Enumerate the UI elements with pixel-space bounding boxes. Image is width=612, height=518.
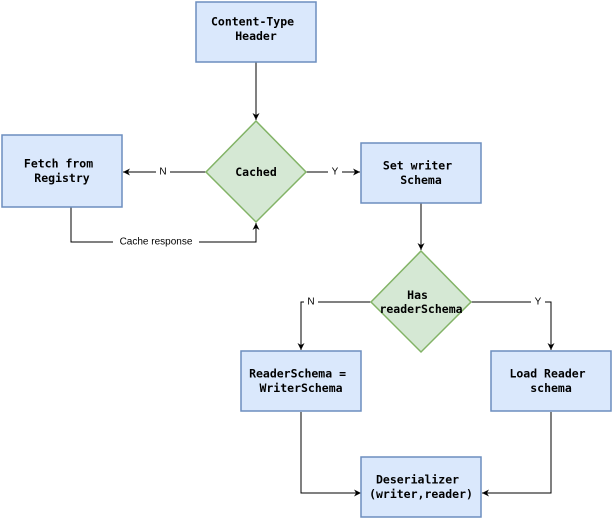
node-reader-equals-writer-schema: ReaderSchema = WriterSchema [240,350,362,412]
edge-has-reader-to-load-reader: Y [471,296,555,350]
edge-reader-equals-writer-to-deserializer [300,412,361,497]
node-fetch-from-registry: Fetch from Registry [1,134,123,208]
svg-text:Content-Type Header: Content-Type Header [211,15,301,44]
svg-text:Set writer Schema: Set writer Schema [383,159,459,188]
edge-cached-to-fetch: N [123,166,207,178]
edge-cached-to-set-writer: Y [306,166,360,178]
svg-text:Load Reader schema: Load Reader schema [509,367,592,396]
edge-has-reader-to-reader-equals-writer: N [297,296,371,350]
edge-fetch-to-cached: Cache response [70,207,260,249]
node-load-reader-schema: Load Reader schema [490,350,612,412]
svg-text:Fetch from Registry: Fetch from Registry [24,157,100,186]
node-set-writer-schema: Set writer Schema [360,142,482,204]
svg-text:Cached: Cached [235,165,277,179]
node-deserializer: Deserializer (writer,reader) [360,456,482,518]
edge-label-cached-no: N [159,167,166,178]
node-content-type-header: Content-Type Header [195,1,317,63]
edge-label-has-reader-no: N [307,297,314,308]
edge-label-has-reader-yes: Y [535,297,542,308]
edge-load-reader-to-deserializer [482,412,552,497]
svg-text:Deserializer (writer,rea: Deserializer (writer,reader) [369,473,473,502]
svg-text:ReaderSchema = WriterSch: ReaderSchema = WriterSchema [249,367,353,396]
node-cached-decision: Cached [204,119,308,224]
edge-label-cached-yes: Y [332,167,339,178]
node-has-reader-schema-decision: Has readerSchema [369,249,473,354]
edge-label-cache-response: Cache response [120,237,193,248]
svg-text:Has readerSchema: Has readerSchema [379,288,462,316]
